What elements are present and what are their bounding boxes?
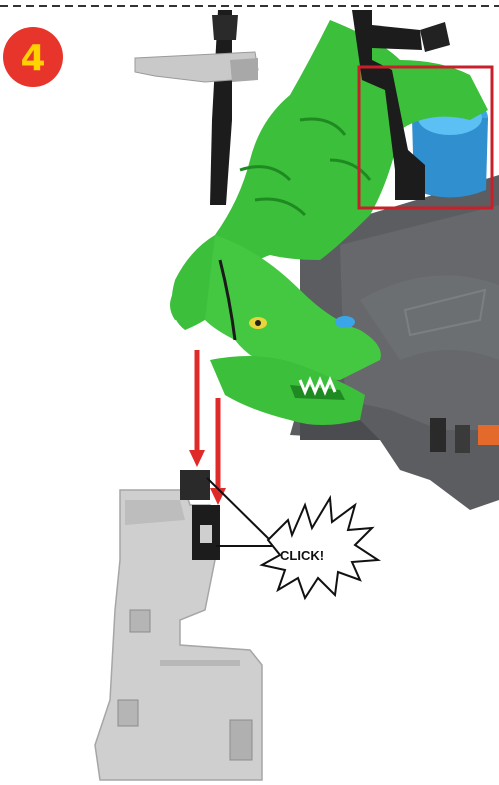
click-burst-icon: CLICK! [262,498,378,598]
gray-clip-top [135,52,258,82]
step-badge-icon: 4 [3,27,63,87]
arrow-left [189,350,205,467]
step-number: 4 [20,38,45,79]
gray-part-bottom [95,470,262,780]
click-label: CLICK! [280,548,324,563]
support-left [210,10,238,205]
